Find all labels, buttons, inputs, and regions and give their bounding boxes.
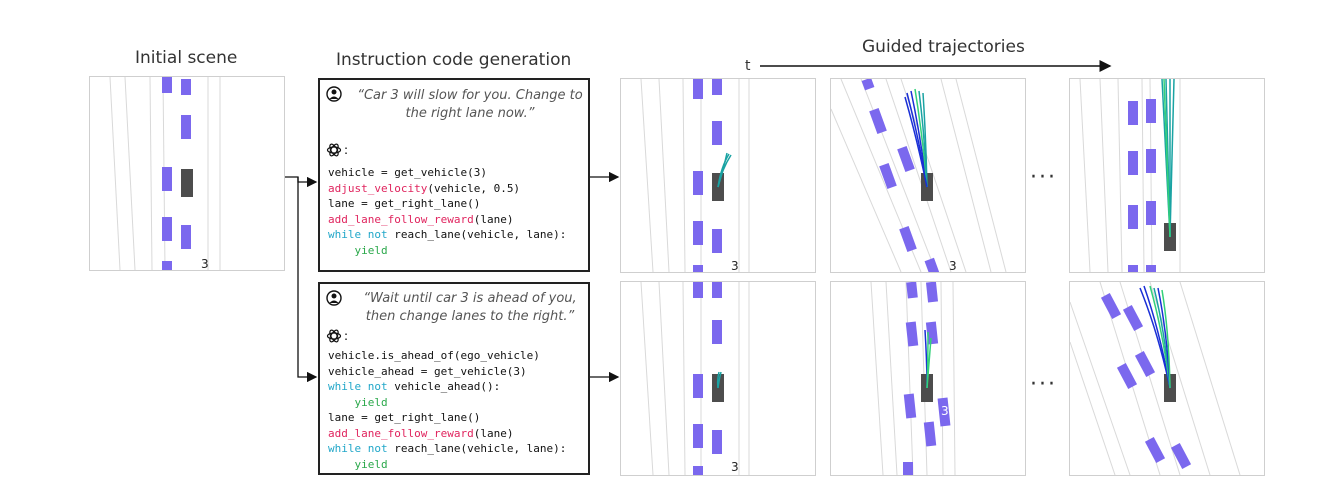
- trajectory-panel-bottom-3: [1069, 281, 1265, 476]
- code-line: adjust_velocity(vehicle, 0.5): [328, 181, 566, 197]
- guided-trajectories-title: Guided trajectories: [862, 37, 1025, 57]
- vehicle-3-label: 3: [731, 460, 739, 474]
- code-token: reach_lane(vehicle, lane):: [387, 442, 567, 455]
- code-token: while not: [328, 442, 388, 455]
- code-line: while not reach_lane(vehicle, lane):: [328, 441, 566, 457]
- code-token: add_lane_follow_reward: [328, 212, 474, 226]
- code-token: adjust_velocity: [328, 181, 428, 195]
- user-quote: “Car 3 will slow for you. Change to the …: [357, 88, 583, 121]
- code-token: yield: [328, 395, 388, 409]
- code-token: (lane): [473, 426, 514, 440]
- user-quote: “Wait until car 3 is ahead of you, then …: [363, 291, 577, 324]
- code-token: vehicle_ahead = get_vehicle(3): [328, 364, 527, 378]
- code-line: add_lane_follow_reward(lane): [328, 212, 566, 228]
- code-token: yield: [328, 243, 388, 257]
- trajectory-panel-top-3: [1069, 78, 1265, 273]
- code-token: add_lane_follow_reward: [328, 426, 474, 440]
- code-token: while not: [328, 228, 388, 241]
- code-token: lane = get_right_lane(): [328, 411, 481, 424]
- vehicle-3-label: 3: [949, 259, 957, 273]
- user-icon: [326, 290, 342, 306]
- assistant-colon: :: [344, 329, 349, 343]
- code-line: vehicle.is_ahead_of(ego_vehicle): [328, 348, 566, 364]
- trajectory-panel-top-1: 3: [620, 78, 816, 273]
- code-token: vehicle.is_ahead_of(ego_vehicle): [328, 349, 540, 362]
- time-axis-label: t: [745, 58, 751, 74]
- arrow-to-bottom-box: [297, 177, 318, 383]
- code-block: vehicle.is_ahead_of(ego_vehicle) vehicle_…: [328, 348, 566, 472]
- code-line: lane = get_right_lane(): [328, 410, 566, 426]
- code-token: vehicle = get_vehicle(3): [328, 166, 487, 179]
- vehicle-3-label: 3: [941, 404, 949, 418]
- code-line: yield: [328, 457, 566, 473]
- top-code-box: “Car 3 will slow for you. Change to the …: [318, 78, 590, 272]
- code-line: yield: [328, 243, 566, 259]
- code-token: reach_lane(vehicle, lane):: [387, 228, 567, 241]
- initial-scene-panel: 3: [89, 76, 285, 271]
- code-line: lane = get_right_lane(): [328, 196, 566, 212]
- openai-icon: [326, 143, 342, 157]
- trajectory-panel-bottom-2: 3: [830, 281, 1026, 476]
- code-token: (vehicle, 0.5): [427, 181, 521, 195]
- code-token: lane = get_right_lane(): [328, 197, 481, 210]
- code-line: while not reach_lane(vehicle, lane):: [328, 227, 566, 243]
- bottom-code-box: “Wait until car 3 is ahead of you, then …: [318, 282, 590, 475]
- instruction-code-title: Instruction code generation: [336, 50, 572, 70]
- code-token: vehicle_ahead():: [387, 380, 501, 393]
- assistant-colon: :: [344, 143, 349, 157]
- trajectory-panel-top-2: 3: [830, 78, 1026, 273]
- vehicle-3-label: 3: [731, 259, 739, 273]
- code-token: yield: [328, 457, 388, 471]
- code-token: while not: [328, 380, 388, 393]
- code-token: (lane): [473, 212, 514, 226]
- ellipsis: ···: [1030, 372, 1057, 397]
- code-line: add_lane_follow_reward(lane): [328, 426, 566, 442]
- code-block: vehicle = get_vehicle(3)adjust_velocity(…: [328, 165, 566, 258]
- code-line: vehicle = get_vehicle(3): [328, 165, 566, 181]
- initial-scene-title: Initial scene: [135, 48, 238, 68]
- code-line: vehicle_ahead = get_vehicle(3): [328, 364, 566, 380]
- code-line: while not vehicle_ahead():: [328, 379, 566, 395]
- openai-icon: [326, 329, 342, 343]
- vehicle-3-label: 3: [201, 257, 209, 271]
- user-icon: [326, 86, 342, 102]
- trajectory-panel-bottom-1: 3: [620, 281, 816, 476]
- arrow-to-top-box: [284, 176, 318, 188]
- ellipsis: ···: [1030, 165, 1057, 190]
- code-line: yield: [328, 395, 566, 411]
